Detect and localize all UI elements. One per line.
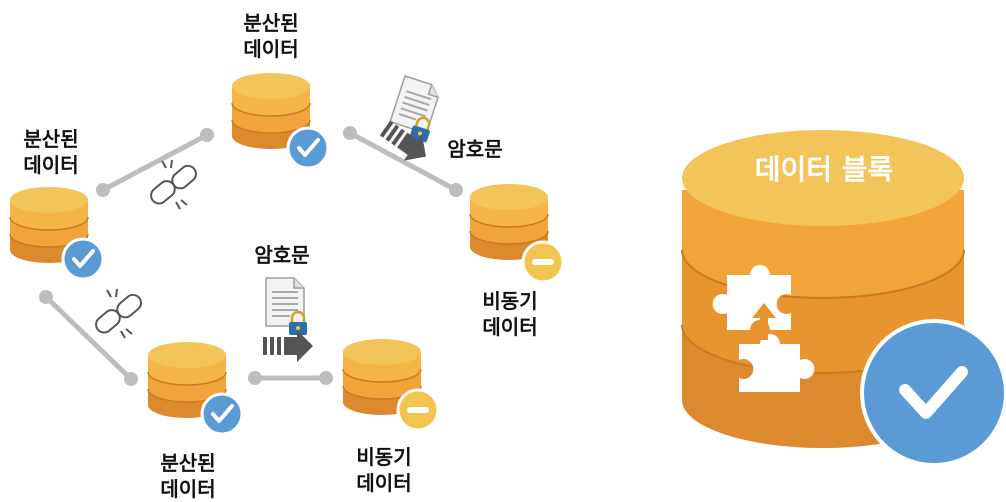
data-block-title: 데이터 블록	[754, 153, 894, 186]
node-label-bottom: 분산된 데이터	[145, 450, 231, 502]
locked-document-icon	[264, 276, 309, 337]
label-line: 분산된	[23, 127, 79, 151]
check-icon	[860, 319, 1006, 467]
minus-icon	[396, 388, 440, 432]
label-line: 비동기	[356, 445, 412, 469]
node-label-bottom-right: 비동기 데이터	[341, 444, 427, 496]
ciphertext-label: 암호문	[447, 137, 503, 161]
label-line: 분산된	[160, 451, 216, 475]
label-line: 비동기	[482, 289, 538, 313]
connector-left-bottom	[39, 290, 138, 386]
connector-top-left	[96, 128, 214, 197]
node-label-left: 분산된 데이터	[8, 126, 94, 178]
connector-bottom-right	[248, 371, 333, 385]
label-line: 분산된	[243, 11, 299, 35]
puzzle-icon	[712, 265, 815, 392]
node-label-right: 비동기 데이터	[467, 288, 553, 340]
ciphertext-label: 암호문	[254, 243, 310, 267]
minus-icon	[521, 240, 565, 284]
label-line: 데이터	[23, 153, 79, 177]
connector-top-right	[343, 126, 463, 197]
label-line: 데이터	[160, 477, 216, 501]
label-line: 데이터	[482, 315, 538, 339]
check-icon	[200, 392, 244, 436]
check-icon	[61, 237, 105, 281]
label-line: 데이터	[356, 471, 412, 495]
broken-link-icon	[91, 288, 146, 339]
locked-document-icon	[386, 74, 446, 145]
broken-link-icon	[146, 159, 201, 210]
check-icon	[286, 126, 330, 170]
label-line: 데이터	[243, 37, 299, 61]
node-label-top: 분산된 데이터	[228, 10, 314, 62]
